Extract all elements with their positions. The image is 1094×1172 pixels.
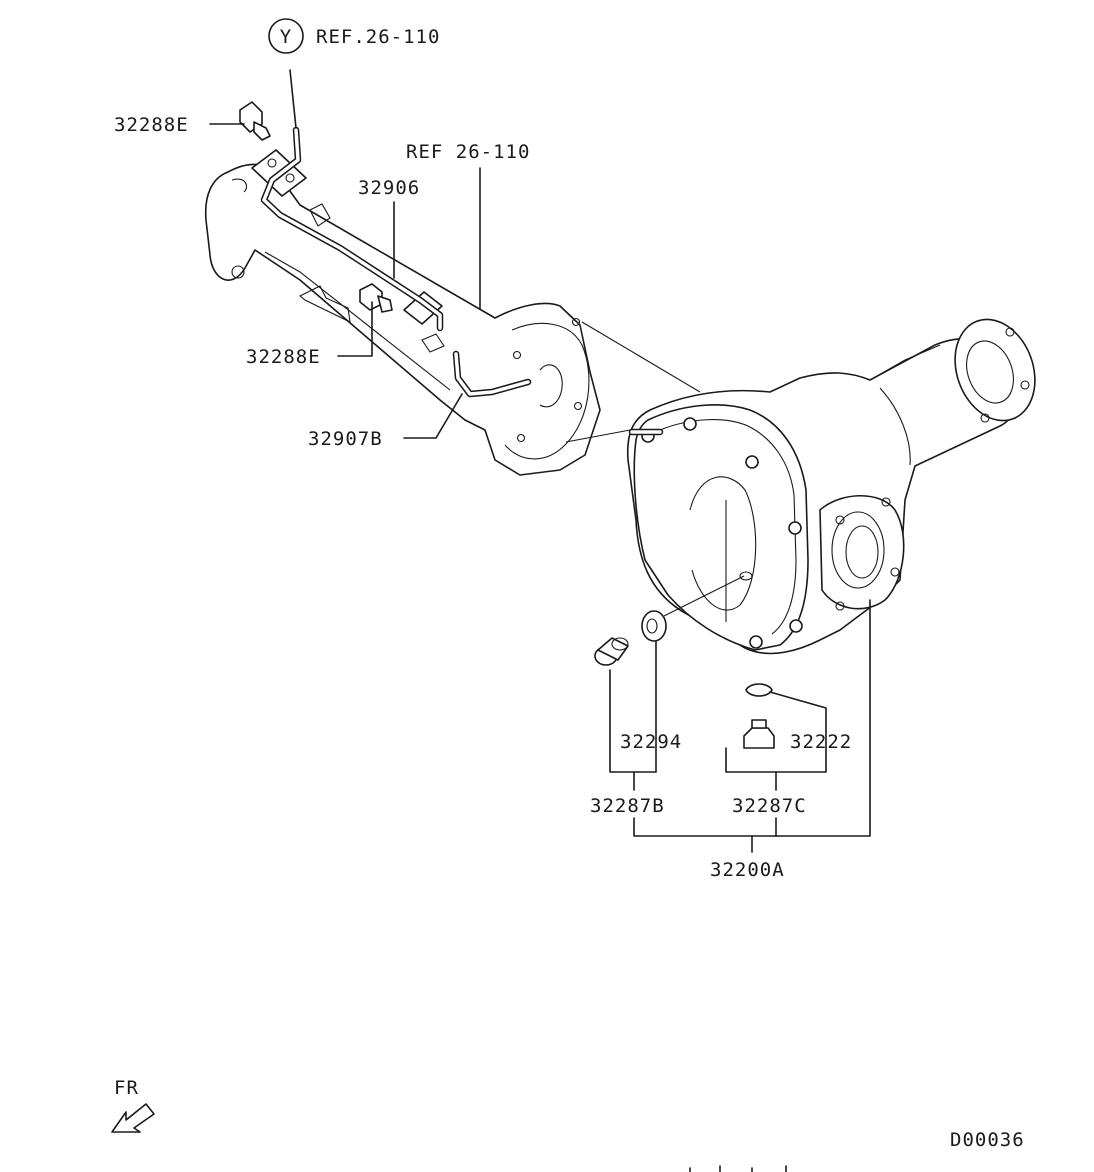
label-32200A: 32200A	[710, 859, 785, 881]
drawing-code: D00036	[950, 1129, 1025, 1151]
axle-housing	[204, 163, 601, 476]
label-32907B: 32907B	[308, 428, 383, 450]
breather-hose-32907B	[452, 350, 532, 398]
front-marker-label: FR	[114, 1077, 139, 1099]
plug-32287B	[594, 637, 629, 666]
front-direction-marker: FR	[111, 1077, 155, 1133]
plug-32287C	[743, 719, 775, 749]
label-32288E-mid: 32288E	[246, 346, 321, 368]
washer-32294	[641, 610, 667, 642]
leader-lines	[209, 69, 871, 853]
bolt-32288E-upper	[239, 101, 271, 141]
differential-carrier	[626, 318, 1036, 655]
label-ref-top: REF.26-110	[316, 26, 440, 48]
label-ref-mid: REF 26-110	[406, 141, 530, 163]
leader-32294-to-carrier	[663, 575, 745, 617]
gasket-32222	[745, 683, 773, 697]
label-32287B: 32287B	[590, 795, 665, 817]
alignment-line-lower	[565, 429, 631, 443]
bottom-ticks	[689, 1165, 787, 1172]
breather-tube-32906	[260, 126, 444, 332]
bolt-32288E-middle	[359, 283, 393, 313]
label-32222: 32222	[790, 731, 852, 753]
front-arrow-icon	[111, 1103, 155, 1133]
label-32288E-top: 32288E	[114, 114, 189, 136]
callout-y: Y	[268, 18, 304, 54]
alignment-line	[581, 321, 701, 393]
label-32906: 32906	[358, 177, 420, 199]
label-32294: 32294	[620, 731, 682, 753]
callout-y-letter: Y	[280, 26, 292, 48]
label-32287C: 32287C	[732, 795, 807, 817]
